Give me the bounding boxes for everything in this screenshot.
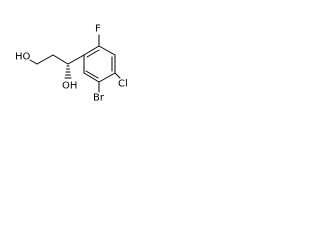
label-bromine: Br bbox=[93, 93, 105, 104]
ring-bond-6 bbox=[83, 45, 100, 56]
label-hydroxyl-terminal: HO bbox=[15, 52, 31, 63]
bond-ring-carbinol bbox=[67, 54, 85, 65]
bond-ch2-hydroxyl bbox=[29, 59, 38, 65]
chemical-structure: F HO OH Br Cl bbox=[15, 24, 128, 104]
ring-bond-1 bbox=[98, 45, 116, 56]
bond-ch2-ch2 bbox=[36, 54, 54, 65]
bond-ring-chlorine bbox=[114, 72, 121, 79]
bond-carbinol-ch2 bbox=[52, 54, 69, 65]
label-chlorine: Cl bbox=[118, 79, 128, 90]
ring-bond-3 bbox=[98, 72, 116, 83]
label-hydroxyl-benzylic: OH bbox=[62, 81, 77, 92]
ring-bond-4 bbox=[83, 72, 100, 83]
ring-bond-4-inner bbox=[85, 70, 99, 79]
label-fluorine: F bbox=[95, 24, 101, 35]
benzene-ring bbox=[83, 45, 116, 83]
ring-bond-6-inner bbox=[86, 49, 100, 58]
hashed-wedge-bond bbox=[64, 65, 72, 79]
